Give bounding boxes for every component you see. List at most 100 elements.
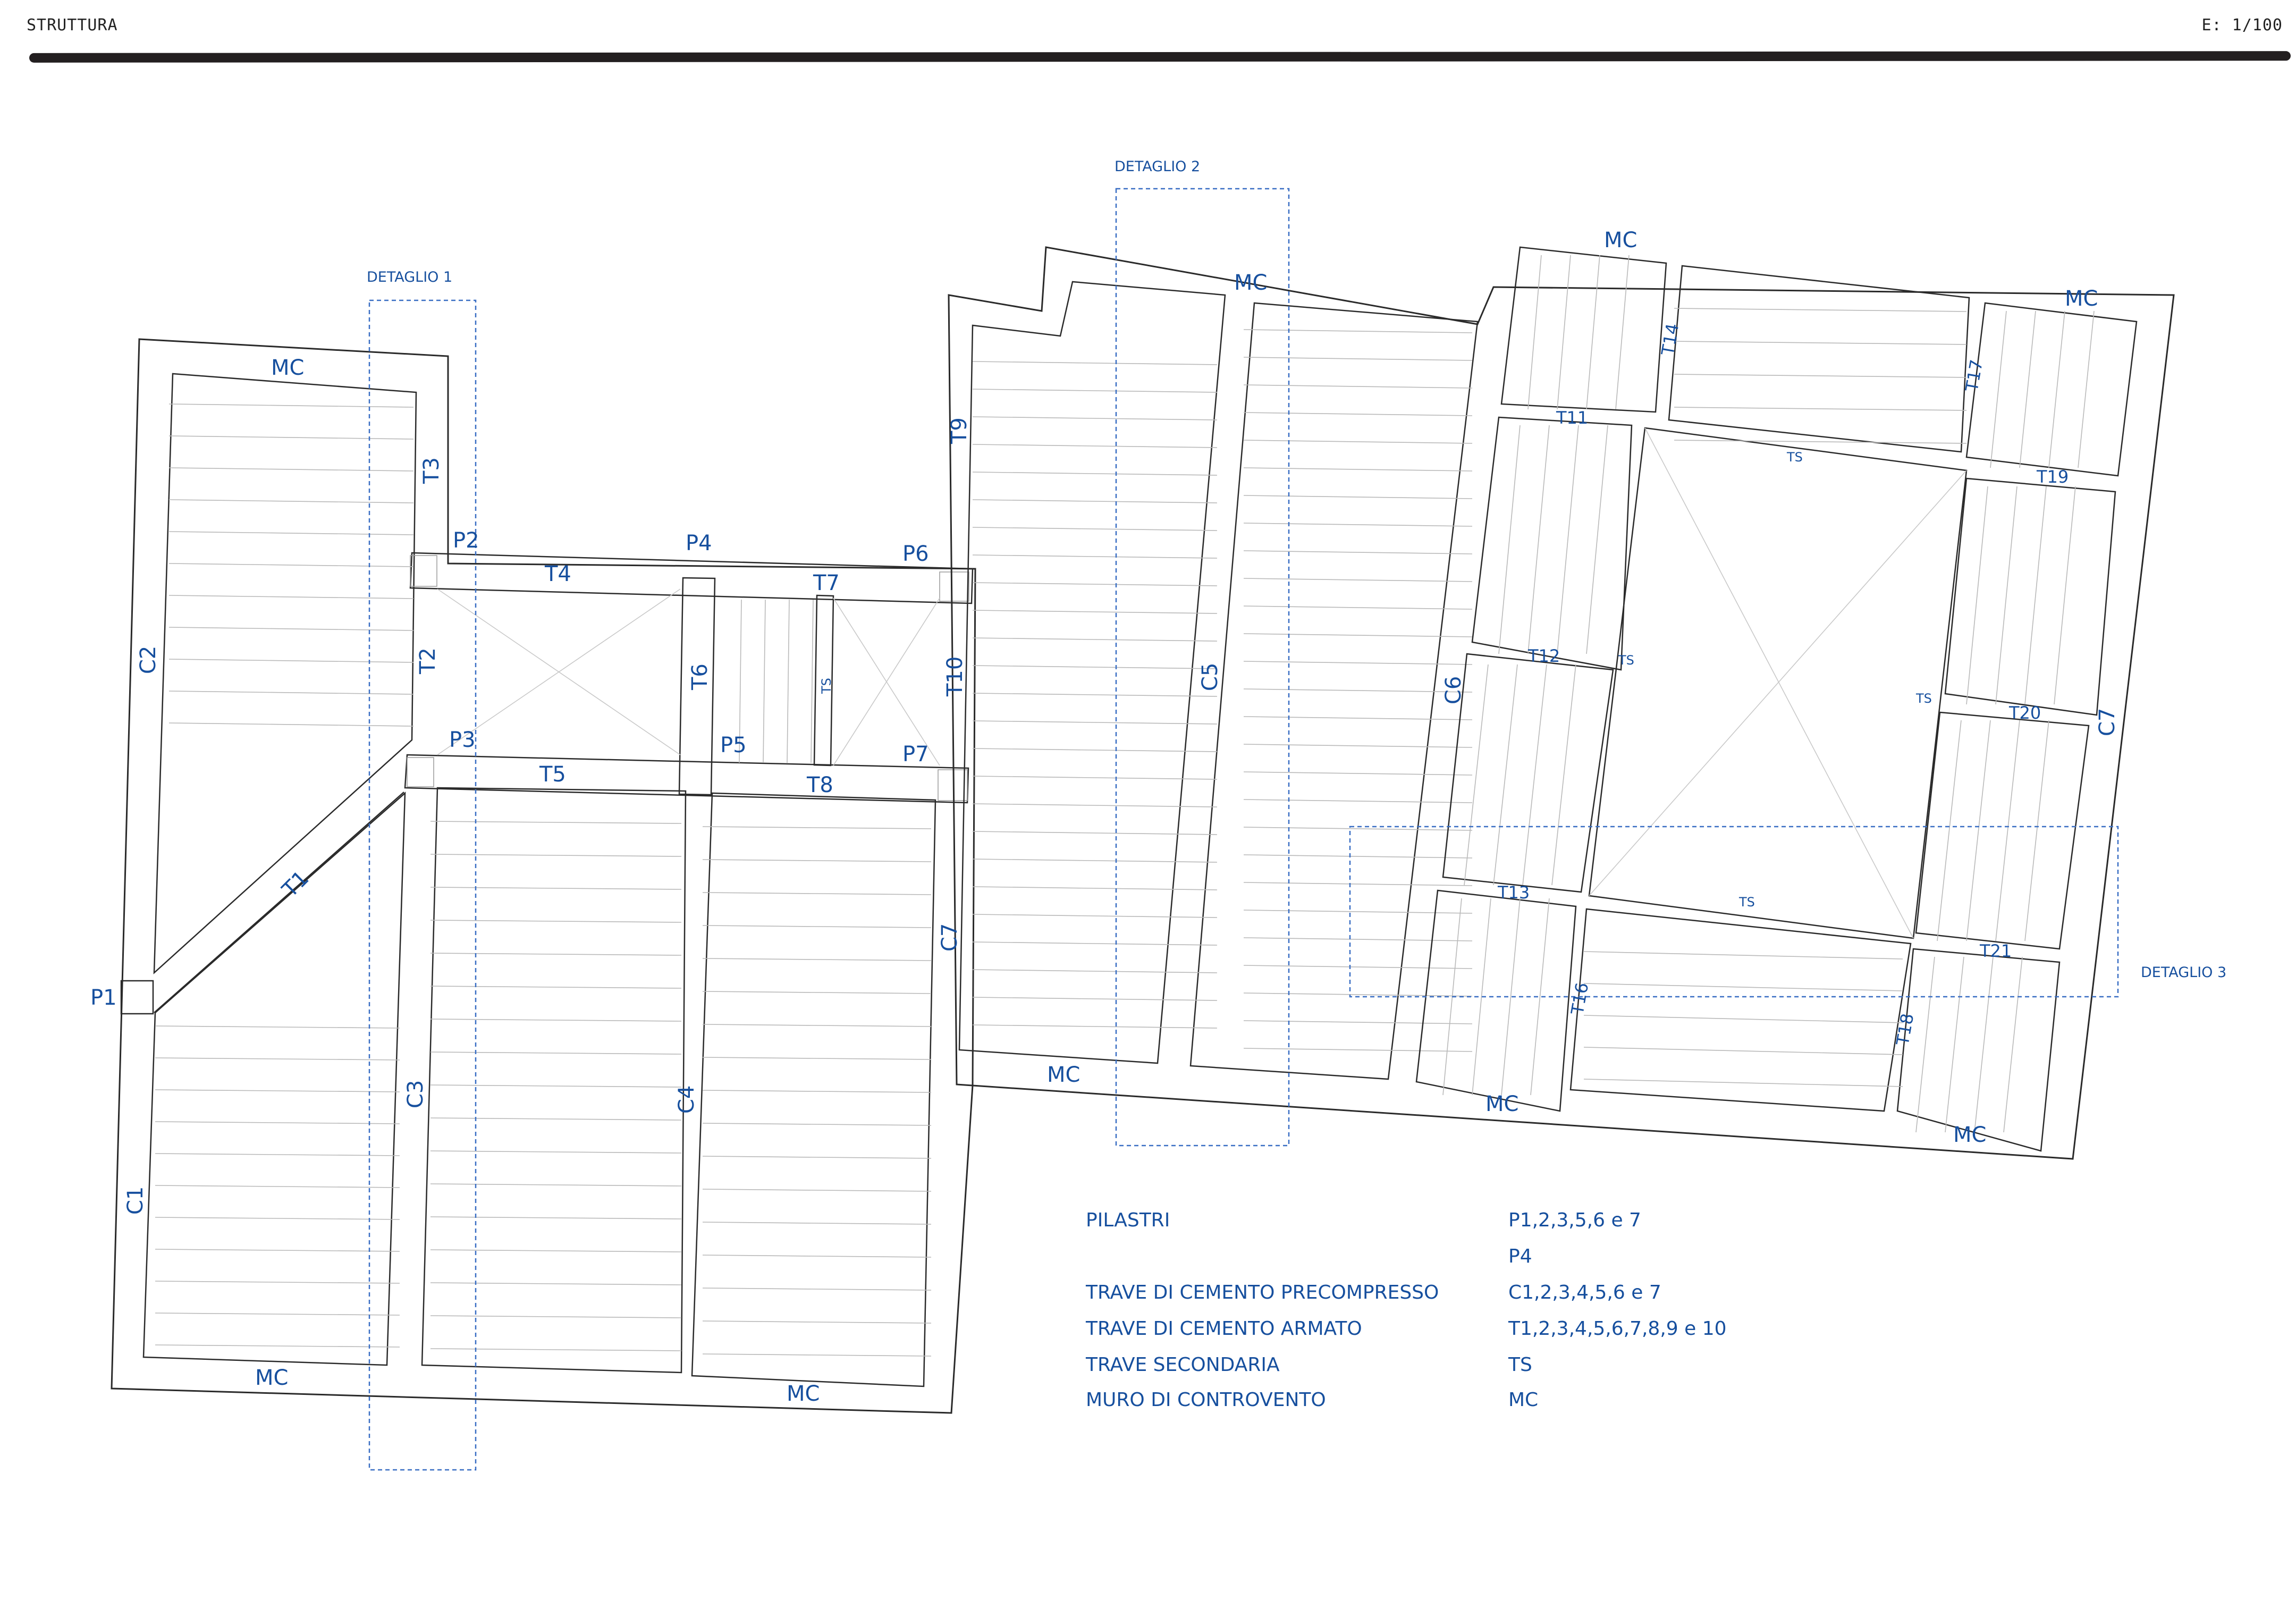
slab-rib bbox=[702, 1057, 932, 1060]
slab-rib bbox=[155, 1249, 400, 1252]
slab-rib bbox=[972, 554, 1218, 559]
pillar-p3-cap bbox=[407, 757, 434, 787]
slab-rib bbox=[1557, 255, 1571, 410]
slab-rib bbox=[739, 599, 742, 763]
slab-rib bbox=[1243, 1048, 1473, 1052]
detail-1-label: DETAGLIO 1 bbox=[367, 269, 452, 285]
slab-ribs-right bbox=[1442, 255, 2095, 1133]
beam-label-c7: C7 bbox=[938, 923, 962, 952]
beam-label-t2: T2 bbox=[416, 647, 440, 675]
slab-rib bbox=[1615, 255, 1630, 410]
slab-rib bbox=[702, 1288, 932, 1291]
slab-rib bbox=[430, 953, 682, 956]
pillar-label-p5: P5 bbox=[720, 733, 747, 758]
slab-rib bbox=[763, 599, 766, 763]
slab-c2 bbox=[153, 373, 417, 974]
pillar-label-p2: P2 bbox=[453, 528, 479, 553]
secondary-label-ts: TS bbox=[1738, 895, 1755, 910]
slab-rib bbox=[702, 958, 932, 961]
cell-t16 bbox=[1415, 889, 1577, 1112]
slab-rib bbox=[1501, 898, 1521, 1096]
slab-rib bbox=[1243, 937, 1473, 941]
slab-rib bbox=[702, 826, 932, 829]
slab-rib bbox=[972, 444, 1218, 448]
beam-label-t3: T3 bbox=[419, 457, 444, 484]
slab-rib bbox=[702, 1156, 932, 1159]
slab-rib bbox=[1551, 664, 1576, 886]
slab-rib bbox=[155, 1312, 400, 1316]
beam-ts-small bbox=[813, 594, 834, 767]
slab-rib bbox=[1243, 882, 1473, 886]
slab-rib bbox=[972, 472, 1218, 476]
pillar-label-p1: P1 bbox=[90, 986, 117, 1010]
slab-rib bbox=[168, 627, 414, 631]
slab-rib bbox=[2024, 486, 2047, 705]
slab-rib bbox=[1243, 550, 1473, 554]
slab-rib bbox=[430, 1019, 682, 1022]
slab-rib bbox=[1243, 827, 1473, 831]
slab-rib bbox=[1995, 486, 2018, 705]
slab-rib bbox=[1527, 255, 1542, 410]
beam-label-t6: T6 bbox=[688, 663, 712, 691]
slab-rib bbox=[972, 527, 1218, 531]
wall-label-mc: MC bbox=[787, 1382, 820, 1406]
slab-c3 bbox=[421, 787, 687, 1374]
beam-label-t7: T7 bbox=[813, 571, 840, 595]
slab-rib bbox=[702, 991, 932, 994]
beam-label-t9: T9 bbox=[947, 417, 972, 444]
secondary-label-ts: TS bbox=[1618, 653, 1634, 668]
cell-t11 bbox=[1500, 246, 1667, 413]
slab-rib bbox=[1583, 951, 1903, 960]
slab-rib bbox=[1522, 664, 1547, 886]
void-diagonal bbox=[1589, 470, 1967, 896]
beam-label-c3: C3 bbox=[403, 1080, 428, 1108]
slab-rib bbox=[2048, 310, 2065, 468]
cell-t21 bbox=[1896, 948, 2061, 1152]
slab-rib bbox=[1243, 578, 1473, 582]
void-diagonal bbox=[1644, 427, 1914, 939]
beam-label-t18: T18 bbox=[1892, 1012, 1918, 1047]
slab-rib bbox=[1243, 412, 1473, 416]
beam-label-t20: T20 bbox=[2008, 703, 2041, 723]
slab-rib bbox=[155, 1344, 400, 1348]
slab-rib bbox=[168, 499, 414, 503]
legend-name: MURO DI CONTROVENTO bbox=[1086, 1389, 1326, 1411]
pillar-label-p7: P7 bbox=[902, 742, 929, 767]
slab-rib bbox=[2078, 310, 2095, 468]
slab-rib bbox=[155, 1121, 400, 1124]
slab-rib bbox=[430, 1183, 682, 1187]
beam-label-c7: C7 bbox=[2095, 708, 2120, 736]
beam-label-t5: T5 bbox=[539, 762, 566, 787]
detail-3-box bbox=[1349, 826, 2119, 998]
slab-rib bbox=[972, 776, 1218, 780]
beam-label-t1: T1 bbox=[277, 866, 314, 903]
pillar-p6-cap bbox=[939, 571, 969, 602]
detail-1-box bbox=[368, 299, 477, 1471]
beam-label-t13: T13 bbox=[1497, 882, 1530, 903]
beam-label-t4: T4 bbox=[544, 562, 571, 586]
beam-label-t12: T12 bbox=[1527, 646, 1560, 666]
pillar-p7-cap bbox=[938, 769, 968, 801]
slab-rib bbox=[430, 1348, 682, 1351]
slab-rib bbox=[2019, 310, 2036, 468]
slab-rib bbox=[2054, 486, 2076, 705]
beam-label-c1: C1 bbox=[123, 1187, 148, 1215]
slab-rib bbox=[430, 920, 682, 923]
slab-rib bbox=[155, 1185, 400, 1188]
slab-rib bbox=[1243, 799, 1473, 803]
pillar-label-p4: P4 bbox=[686, 531, 712, 556]
slab-rib bbox=[1557, 425, 1579, 654]
slab-rib bbox=[702, 1222, 932, 1225]
secondary-label-ts: TS bbox=[1786, 450, 1803, 465]
legend-value: MC bbox=[1508, 1389, 1539, 1411]
left-block-outline bbox=[111, 338, 976, 1414]
slab-rib bbox=[155, 1153, 400, 1156]
cell-t17 bbox=[1965, 302, 2138, 477]
slab-rib bbox=[972, 969, 1218, 973]
slab-rib bbox=[702, 925, 932, 928]
slab-rib bbox=[972, 361, 1218, 365]
slab-rib bbox=[1243, 467, 1473, 472]
slab-ribs-left bbox=[155, 403, 932, 1357]
beam-label-t11: T11 bbox=[1556, 408, 1588, 428]
